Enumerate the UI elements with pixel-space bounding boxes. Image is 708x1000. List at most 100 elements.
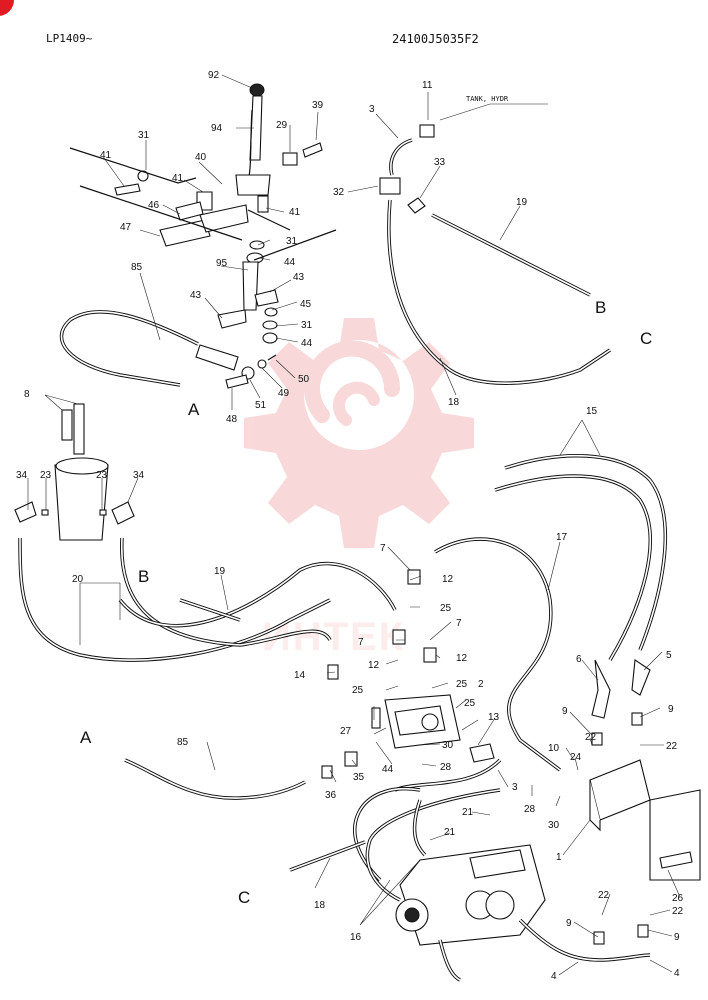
- callout-28: 28: [524, 804, 536, 815]
- callout-44: 44: [382, 764, 394, 775]
- callout-45: 45: [300, 299, 312, 310]
- callout-18: 18: [448, 397, 460, 408]
- callout-25: 25: [440, 603, 452, 614]
- corner-mark-icon: [0, 0, 14, 16]
- callout-26: 26: [672, 893, 684, 904]
- tank-hydr-note: TANK, HYDR: [466, 95, 509, 103]
- callout-31: 31: [138, 130, 150, 141]
- callout-40: 40: [195, 152, 207, 163]
- watermark-inner-arc: [332, 381, 380, 426]
- callout-46: 46: [148, 200, 160, 211]
- callout-9: 9: [562, 706, 568, 717]
- callout-41: 41: [289, 207, 301, 218]
- callout-2: 2: [478, 679, 484, 690]
- callout-23: 23: [40, 470, 52, 481]
- callout-17: 17: [556, 532, 568, 543]
- callout-85: 85: [177, 737, 189, 748]
- callout-27: 27: [340, 726, 352, 737]
- callout-44: 44: [301, 338, 313, 349]
- callout-9: 9: [668, 704, 674, 715]
- callout-41: 41: [172, 173, 184, 184]
- callout-47: 47: [120, 222, 132, 233]
- callout-92: 92: [208, 70, 220, 81]
- callout-34: 34: [16, 470, 28, 481]
- callout-34: 34: [133, 470, 145, 481]
- callout-21: 21: [444, 827, 456, 838]
- callout-4: 4: [674, 968, 680, 979]
- callout-30: 30: [548, 820, 560, 831]
- callout-15: 15: [586, 406, 598, 417]
- callout-7: 7: [456, 618, 462, 629]
- callout-48: 48: [226, 414, 238, 425]
- callout-13: 13: [488, 712, 500, 723]
- callout-11: 11: [422, 80, 433, 91]
- connection-letter-c-upper: C: [640, 329, 652, 348]
- callout-36: 36: [325, 790, 337, 801]
- callout-4: 4: [551, 971, 557, 982]
- callout-30: 30: [442, 740, 454, 751]
- callout-8: 8: [24, 389, 30, 400]
- watermark-gear-shape: [244, 318, 474, 548]
- hose-4: [518, 918, 651, 962]
- callout-9: 9: [674, 932, 680, 943]
- callout-10: 10: [548, 743, 560, 754]
- callout-31: 31: [286, 236, 298, 247]
- callout-43: 43: [293, 272, 305, 283]
- callout-50: 50: [298, 374, 310, 385]
- callout-3: 3: [369, 104, 375, 115]
- callout-31: 31: [301, 320, 313, 331]
- control-valve: [327, 569, 495, 763]
- callout-22: 22: [598, 890, 610, 901]
- callout-44: 44: [284, 257, 296, 268]
- tank-line-assembly: [379, 103, 611, 385]
- connection-letter-a-lower: A: [80, 728, 92, 747]
- callout-12: 12: [442, 574, 454, 585]
- callout-1: 1: [556, 852, 562, 863]
- callout-14: 14: [294, 670, 306, 681]
- callout-12: 12: [456, 653, 468, 664]
- watermark-gear-logo: ИНТЕК: [244, 318, 474, 659]
- cable-85-upper: [59, 310, 199, 387]
- callout-3: 3: [512, 782, 518, 793]
- connection-letter-a-upper: A: [188, 400, 200, 419]
- callout-22: 22: [585, 732, 597, 743]
- callout-16: 16: [350, 932, 362, 943]
- callout-43: 43: [190, 290, 202, 301]
- callout-labels: 92 94 29 39 31 41 40 41 41 46 47 31 44 9…: [16, 70, 684, 982]
- hose-15-a: [504, 454, 668, 651]
- callout-19: 19: [516, 197, 528, 208]
- serial-range-label: LP1409~: [46, 32, 93, 45]
- connection-letter-c-lower: C: [238, 888, 250, 907]
- callout-35: 35: [353, 772, 365, 783]
- callout-21: 21: [462, 807, 474, 818]
- callout-19: 19: [214, 566, 226, 577]
- watermark-inner-arc: [304, 340, 401, 423]
- callout-22: 22: [672, 906, 684, 917]
- callout-23: 23: [96, 470, 108, 481]
- callout-18: 18: [314, 900, 326, 911]
- callout-25: 25: [464, 698, 476, 709]
- callout-94: 94: [211, 123, 223, 134]
- callout-41: 41: [100, 150, 112, 161]
- callout-49: 49: [278, 388, 290, 399]
- callout-9: 9: [566, 918, 572, 929]
- callout-32: 32: [333, 187, 345, 198]
- connection-letter-b-lower: B: [138, 567, 149, 586]
- callout-20: 20: [72, 574, 84, 585]
- callout-51: 51: [255, 400, 267, 411]
- connection-letter-b-upper: B: [595, 298, 606, 317]
- callout-6: 6: [576, 654, 582, 665]
- callout-25: 25: [352, 685, 364, 696]
- callout-39: 39: [312, 100, 324, 111]
- callout-85: 85: [131, 262, 143, 273]
- callout-12: 12: [368, 660, 380, 671]
- callout-33: 33: [434, 157, 446, 168]
- callout-28: 28: [440, 762, 452, 773]
- flow-divider-block: [589, 659, 701, 945]
- hose-15-b: [494, 474, 652, 661]
- callout-7: 7: [380, 543, 386, 554]
- callout-24: 24: [570, 752, 582, 763]
- callout-25: 25: [456, 679, 468, 690]
